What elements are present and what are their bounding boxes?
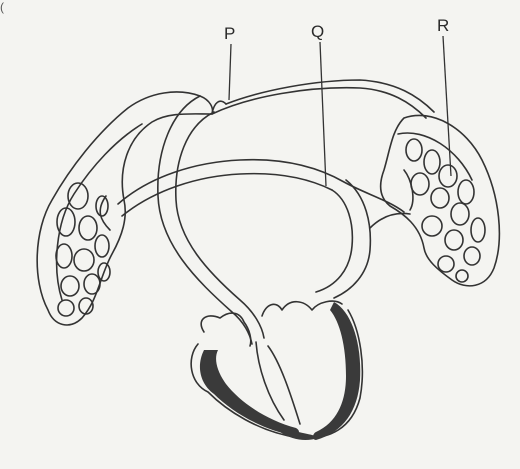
heart-septum-left — [256, 342, 284, 420]
vessel-p-outer — [212, 88, 426, 118]
vessel-q-descending-outer — [316, 190, 352, 292]
right-atrium — [262, 301, 342, 316]
leader-r — [443, 36, 451, 176]
leader-q — [320, 42, 326, 186]
vessel-q-outer — [118, 160, 404, 212]
heart-septum — [268, 346, 300, 424]
heart-muscle-walls — [200, 302, 360, 440]
descending-vessel-outer — [158, 96, 252, 344]
label-r: R — [437, 16, 449, 36]
right-lung-outline — [381, 115, 500, 285]
left-ventricle-wall — [200, 350, 299, 436]
label-q: Q — [311, 22, 324, 42]
leader-p — [229, 44, 231, 100]
label-p: P — [224, 24, 235, 44]
left-lung-alveoli — [56, 183, 110, 316]
right-lung-alveoli — [404, 139, 485, 282]
right-ventricle-wall — [313, 302, 360, 440]
left-atrium — [201, 313, 251, 346]
vessel-p-inner — [226, 80, 434, 112]
apex-wall — [280, 428, 318, 440]
descending-vessel-inner — [176, 112, 264, 338]
